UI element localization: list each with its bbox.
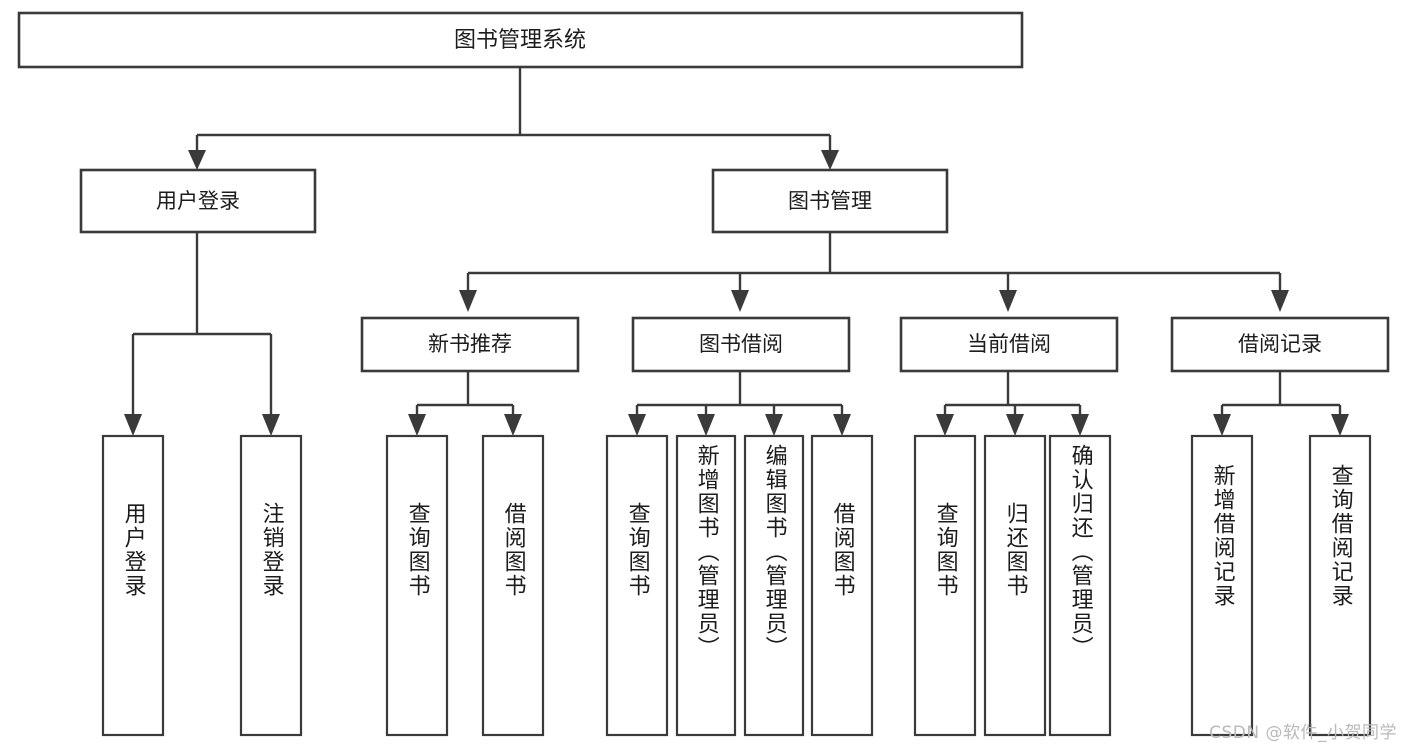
node-book-manage-label: 图书管理	[788, 189, 872, 213]
watermark: CSDN @软件_小贺同学	[1209, 723, 1397, 743]
node-book-manage[interactable]: 图书管理	[711, 168, 949, 234]
arrow-record-leaf-1	[1213, 414, 1231, 436]
arrow-to-borrow-record	[1271, 290, 1289, 312]
leaf-box-borrow-2[interactable]	[675, 434, 737, 737]
node-user-login-box[interactable]	[79, 168, 317, 234]
leaf-box-current-2[interactable]	[983, 434, 1047, 737]
node-root[interactable]: 图书管理系统	[17, 11, 1024, 69]
arrow-to-book-borrow	[731, 290, 749, 312]
arrow-newbook-leaf-1	[408, 414, 426, 436]
leaf-box-borrow-3[interactable]	[743, 434, 805, 737]
node-book-borrow-label: 图书借阅	[699, 332, 783, 356]
node-current-borrow-box[interactable]	[899, 316, 1119, 373]
arrow-borrow-leaf-3	[765, 414, 783, 436]
arrow-borrow-leaf-1	[628, 414, 646, 436]
leaf-box-newbook-1[interactable]	[385, 434, 449, 737]
arrow-current-leaf-3	[1071, 414, 1089, 436]
node-new-book-recommend[interactable]: 新书推荐	[360, 316, 580, 373]
arrow-to-book-manage	[821, 150, 839, 170]
leaf-box-record-2[interactable]	[1308, 434, 1372, 737]
arrow-user-leaf-1	[124, 414, 142, 436]
node-new-book-recommend-box[interactable]	[360, 316, 580, 373]
arrow-newbook-leaf-2	[504, 414, 522, 436]
node-current-borrow-label: 当前借阅	[967, 332, 1051, 356]
node-root-label: 图书管理系统	[454, 28, 586, 53]
arrow-current-leaf-2	[1006, 414, 1024, 436]
node-book-borrow[interactable]: 图书借阅	[631, 316, 851, 373]
node-book-manage-box[interactable]	[711, 168, 949, 234]
node-root-box[interactable]	[17, 11, 1024, 69]
leaf-box-record-1[interactable]	[1190, 434, 1254, 737]
arrow-to-current-borrow	[999, 290, 1017, 312]
leaf-box-current-1[interactable]	[913, 434, 977, 737]
leaf-box-newbook-2[interactable]	[481, 434, 545, 737]
arrow-current-leaf-1	[936, 414, 954, 436]
leaf-box-borrow-1[interactable]	[605, 434, 669, 737]
node-new-book-recommend-label: 新书推荐	[428, 332, 512, 356]
arrow-borrow-leaf-2	[697, 414, 715, 436]
node-book-borrow-box[interactable]	[631, 316, 851, 373]
node-user-login-label: 用户登录	[156, 189, 240, 213]
arrow-user-leaf-2	[262, 414, 280, 436]
arrow-record-leaf-2	[1331, 414, 1349, 436]
leaf-box-user-login-2[interactable]	[239, 434, 303, 737]
node-borrow-record-box[interactable]	[1170, 316, 1390, 373]
node-borrow-record[interactable]: 借阅记录	[1170, 316, 1390, 373]
node-current-borrow[interactable]: 当前借阅	[899, 316, 1119, 373]
leaf-box-borrow-4[interactable]	[810, 434, 874, 737]
node-borrow-record-label: 借阅记录	[1238, 332, 1322, 356]
arrow-to-user-login	[188, 150, 206, 170]
leaf-box-current-3[interactable]	[1048, 434, 1112, 737]
leaf-box-group	[101, 434, 1372, 737]
leaf-box-user-login-1[interactable]	[101, 434, 165, 737]
arrow-borrow-leaf-4	[833, 414, 851, 436]
connector-group	[124, 67, 1349, 436]
arrow-to-new-book	[459, 290, 477, 312]
node-user-login[interactable]: 用户登录	[79, 168, 317, 234]
